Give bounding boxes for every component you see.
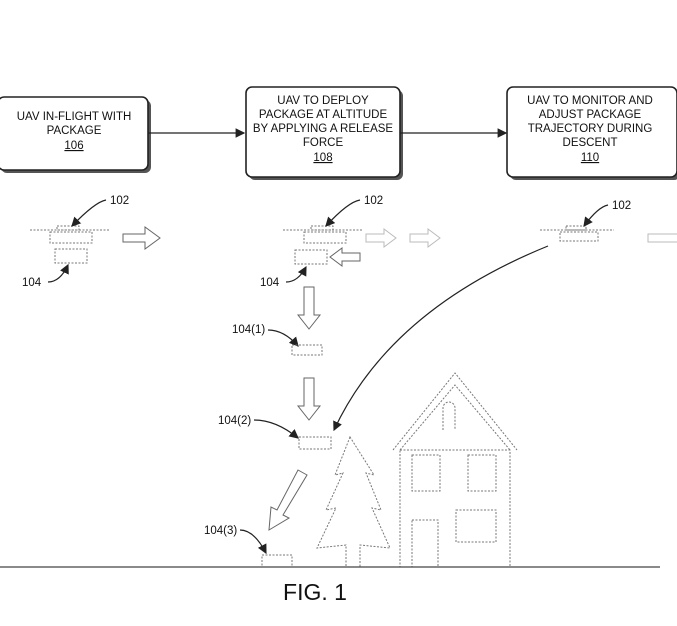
step-box-110: UAV TO MONITOR AND ADJUST PACKAGE TRAJEC… [506, 86, 677, 180]
package-drawing [291, 344, 323, 356]
package-label: 104 [260, 277, 280, 289]
motion-arrow-icon [365, 228, 397, 248]
step-text: UAV TO MONITOR AND [527, 95, 653, 107]
step-text: DESCENT [563, 137, 618, 149]
package-label: 104(1) [232, 324, 265, 336]
step-text: TRAJECTORY DURING [528, 123, 653, 135]
step-box-108: UAV TO DEPLOY PACKAGE AT ALTITUDE BY APP… [245, 86, 403, 180]
uav-label: 102 [364, 195, 383, 207]
motion-arrow-icon [122, 226, 161, 250]
figure-caption: FIG. 1 [283, 579, 347, 605]
leader-line [71, 199, 107, 227]
step-text: BY APPLYING A RELEASE [253, 123, 394, 135]
uav-drawing [540, 225, 614, 242]
step-text: FORCE [303, 137, 344, 149]
step-text: ADJUST PACKAGE [539, 109, 642, 121]
step-text: PACKAGE [47, 125, 102, 137]
house-drawing [392, 372, 518, 568]
package-drawing [298, 436, 332, 450]
leader-line [285, 265, 307, 283]
motion-arrow-icon [409, 228, 441, 248]
release-force-arrow-icon [329, 247, 361, 267]
package-label: 104(3) [204, 525, 237, 537]
package-label: 104 [22, 277, 42, 289]
monitor-trajectory-line [333, 245, 549, 432]
step-text: PACKAGE AT ALTITUDE [259, 109, 388, 121]
descent-arrow-icon [296, 377, 322, 421]
leader-line [583, 204, 609, 227]
package-label: 104(2) [218, 415, 251, 427]
uav-label: 102 [110, 195, 129, 207]
package-drawing [261, 554, 293, 568]
step-ref: 108 [313, 152, 332, 164]
leader-line [253, 419, 299, 439]
step-text: UAV TO DEPLOY [277, 95, 369, 107]
uav-drawing [30, 225, 110, 264]
step-ref: 110 [581, 152, 599, 164]
uav-drawing [283, 225, 362, 265]
step-ref: 106 [64, 140, 83, 152]
descent-arrow-icon [268, 469, 308, 531]
leader-line [239, 529, 267, 555]
descent-arrow-icon [296, 286, 322, 330]
leader-line [325, 199, 361, 227]
step-text: UAV IN-FLIGHT WITH [17, 111, 132, 123]
motion-arrow-icon [647, 233, 677, 243]
tree-drawing [316, 435, 391, 568]
leader-line [267, 329, 299, 347]
uav-label: 102 [612, 200, 631, 212]
step-box-106: UAV IN-FLIGHT WITH PACKAGE 106 [0, 96, 151, 173]
leader-line [47, 263, 69, 283]
